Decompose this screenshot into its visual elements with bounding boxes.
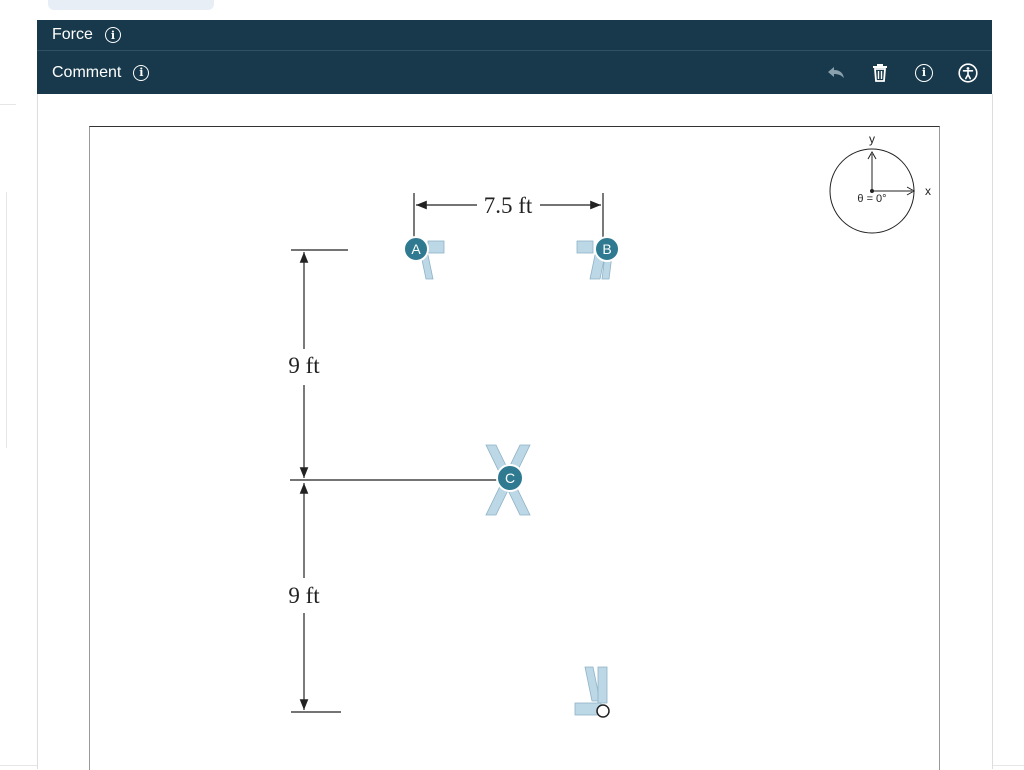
dimension-top: 7.5 ft [413, 193, 604, 239]
force-info-icon[interactable]: i [104, 27, 121, 43]
support-d [574, 666, 610, 718]
point-a-label: A [411, 241, 421, 257]
point-c-label: C [505, 470, 515, 486]
drawing-canvas[interactable]: 7.5 ft 9 ft 9 ft A B C [89, 126, 940, 770]
accessibility-icon [958, 62, 978, 83]
compass-icon: y x θ = 0° [829, 132, 931, 234]
toolbar: Force i Comment i i [37, 20, 992, 94]
accessibility-button[interactable] [956, 61, 980, 85]
dim-top-label: 7.5 ft [484, 193, 533, 218]
point-a[interactable]: A [403, 236, 429, 262]
comment-label: Comment [52, 63, 122, 81]
undo-button[interactable] [824, 61, 848, 85]
point-c[interactable]: C [496, 464, 524, 492]
compass-x-label: x [925, 184, 931, 198]
force-label: Force [52, 26, 93, 43]
point-b-label: B [602, 241, 611, 257]
left-divider [0, 104, 16, 105]
comment-info-icon[interactable]: i [133, 64, 150, 81]
right-tools: i [824, 51, 980, 94]
truss-diagram: 7.5 ft 9 ft 9 ft A B C [288, 193, 620, 718]
top-tab[interactable] [48, 0, 214, 10]
left-panel-edge [0, 192, 7, 448]
compass-angle-label: θ = 0° [857, 193, 886, 205]
trash-icon [873, 63, 887, 82]
angle-compass[interactable]: y x θ = 0° [826, 128, 946, 238]
compass-y-label: y [869, 132, 875, 146]
comment-row[interactable]: Comment i [37, 51, 992, 94]
delete-button[interactable] [868, 61, 892, 85]
force-row[interactable]: Force i [37, 20, 992, 51]
undo-icon [828, 66, 844, 78]
point-b[interactable]: B [594, 236, 620, 262]
dim-lower-label: 9 ft [288, 583, 320, 608]
info-icon: i [915, 63, 933, 82]
info-button[interactable]: i [912, 61, 936, 85]
dim-upper-label: 9 ft [288, 353, 320, 378]
dimension-left: 9 ft 9 ft [288, 249, 348, 713]
